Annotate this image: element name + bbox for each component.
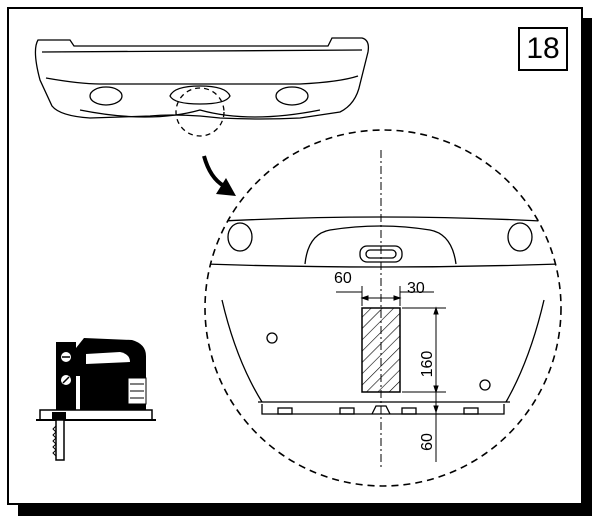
cutout-area	[361, 307, 401, 393]
step-number-badge: 18	[518, 27, 568, 71]
jigsaw-tool-icon	[36, 338, 156, 461]
width-dimensions	[336, 286, 434, 306]
dim-width-right: 30	[407, 280, 425, 297]
dim-bottom-offset: 60	[419, 433, 436, 451]
dim-width-left: 60	[334, 270, 352, 287]
curved-arrow-icon	[202, 155, 236, 196]
step-number: 18	[526, 32, 560, 65]
bumper-overview	[34, 37, 370, 137]
height-dimensions	[402, 306, 446, 462]
detail-magnifier-circle	[204, 129, 562, 487]
dim-height: 160	[419, 351, 436, 378]
instruction-frame	[7, 7, 583, 505]
